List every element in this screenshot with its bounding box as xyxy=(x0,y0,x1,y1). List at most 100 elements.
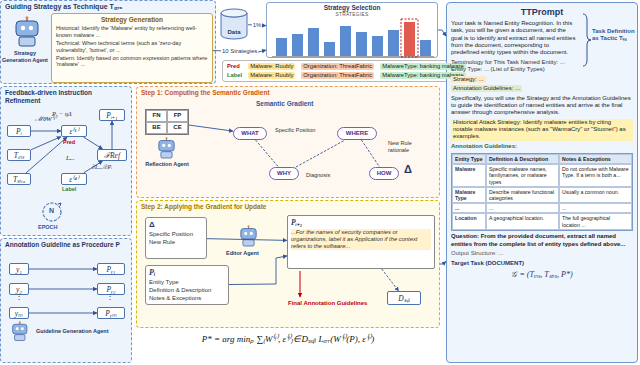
node-text: Entity Type xyxy=(149,279,225,286)
node-text: y₁ xyxy=(16,265,22,274)
node-text: ...For the names of security companies o… xyxy=(291,229,431,250)
gradient-box: ΔSpecific PositionNew Rule xyxy=(145,217,207,259)
selection-box xyxy=(401,19,418,57)
connector xyxy=(31,131,61,132)
guideline-box: Pᵧ₁ xyxy=(97,263,125,275)
node-text: Your task is Named Entity Recognition. I… xyxy=(451,20,577,56)
ellipsis: ⋮ xyxy=(106,292,114,302)
node-text: Malware: Roubly xyxy=(248,72,295,79)
node-text: Definition & Description xyxy=(149,287,225,294)
agent-icon xyxy=(159,137,174,158)
node-text: ... xyxy=(559,203,632,213)
row-name: Label xyxy=(62,186,76,193)
node-text: ... xyxy=(452,203,486,213)
node-text: The full geographical location ... xyxy=(559,213,632,229)
node-text: ε⁽⁴⁾ xyxy=(69,175,79,184)
ellipsis: ⋮ xyxy=(15,292,23,302)
gradient-node: HOW xyxy=(369,167,399,180)
node-text: Pᵢ xyxy=(149,268,225,278)
section-name: Semantic Gradient xyxy=(256,100,313,108)
row-name: Pred xyxy=(63,139,75,146)
node-text: Definition & Description xyxy=(486,154,559,164)
gradient-symbol: ∂Lₑᵣᵣ/∂Pᵢ xyxy=(92,164,112,171)
node-text: Organization: ThreatFabric xyxy=(301,72,374,79)
node-text: Notes & Exceptions xyxy=(559,154,632,164)
epoch-loop xyxy=(43,203,61,221)
node-text: Pᵧ₁ xyxy=(107,265,116,274)
node-text: yₘ xyxy=(15,309,23,318)
node-text: Annotation Guidelines: ... xyxy=(451,85,522,92)
node-text: Target Task (DOCUMENT) xyxy=(451,260,633,267)
node-text: Malware: Roubly xyxy=(248,63,295,70)
node-text: Historical: Identify the 'Malware' entit… xyxy=(56,25,208,38)
node-text: Annotation Guideline as Procedure P xyxy=(1,239,131,251)
node-text: CE xyxy=(167,122,188,134)
connector xyxy=(31,137,61,150)
loop-count: N xyxy=(49,207,54,215)
connector xyxy=(189,125,233,131)
agent-icon xyxy=(16,16,38,46)
node-text: Guiding Strategy as Technique Tₛₜᵣₐ xyxy=(1,1,215,13)
node-text: ε⁽¹⁾ xyxy=(69,127,78,136)
node-text: Historical Attack Strategy: Identify mal… xyxy=(451,119,633,141)
agent-icon xyxy=(13,321,27,340)
node-text: Dₛᵤᵦ xyxy=(398,294,410,303)
edge-label: 1% xyxy=(252,22,263,29)
axis xyxy=(272,56,434,57)
node-text: Annotation Guidelines: xyxy=(451,143,633,150)
strategy-panel: Guiding Strategy as Technique TₛₜᵣₐStrat… xyxy=(0,0,216,84)
prompt-box: Tₛₜᵣₐ xyxy=(7,173,31,185)
node-text: Tᵢₙₛ xyxy=(14,151,24,160)
prediction-box: PredMalware: RoublyOrganization: ThreatF… xyxy=(222,60,471,82)
guideline-box: PᵢEntity TypeDefinition & DescriptionNot… xyxy=(145,265,229,305)
chart-box: Strategy SelectionSTRATEGIES xyxy=(266,2,438,58)
entity-box: ε⁽¹⁾ xyxy=(61,125,87,137)
node-text: ℱRef xyxy=(104,151,120,160)
node-text: Data xyxy=(227,29,240,36)
connector xyxy=(84,137,103,149)
node-text: Pᵢ₊₁ xyxy=(291,218,431,227)
type-box: yₘ xyxy=(9,307,29,319)
loss-symbol: Lₑᵣᵣ xyxy=(66,154,75,162)
node-text: Entity Type xyxy=(452,154,486,164)
connector xyxy=(112,121,113,149)
agent-name: Editor Agent xyxy=(226,250,259,257)
node-text: Specific malware names, familynames, or … xyxy=(486,164,559,187)
objective-formula: P* = arg minₚ ∑₍W⁽ʲ⁾, ε⁽ʲ⁾₎∈Dₛᵤᵦ Lₑᵣᵣ(W⁽… xyxy=(140,334,436,345)
loop-name: EPOCH xyxy=(38,224,58,231)
agent-icon xyxy=(241,225,256,246)
node-text: Technical: When technical terms (such as… xyxy=(56,40,208,53)
node-text: Do not confuse with Malware Type. If a t… xyxy=(559,164,632,187)
node-text: Describe malware functional categories xyxy=(486,187,559,203)
connector xyxy=(207,239,287,241)
node-text: ... xyxy=(486,203,559,213)
node-text: Question: From the provided document, ex… xyxy=(451,233,633,247)
connector xyxy=(256,140,279,167)
connector xyxy=(26,137,67,173)
agent-name: Guideline Generation Agent xyxy=(36,328,128,335)
model-symbol: ℳθ xyxy=(35,115,46,123)
gradient-node: WHY xyxy=(269,167,299,180)
gradient-node: WHAT xyxy=(233,127,267,140)
node-text: Specifically, you will use the Strategy … xyxy=(451,95,633,117)
node-text: Organization: ThreatFabric xyxy=(301,63,374,70)
node-text: STRATEGIES xyxy=(335,12,368,18)
node-text: Strategy: ... xyxy=(451,76,486,83)
error-table: FNFPBECE xyxy=(145,109,189,135)
connector xyxy=(296,140,345,167)
node-text: New Rule xyxy=(149,239,203,246)
result-name: Final Annotation Guidelines xyxy=(288,300,367,307)
step-panel: Step 2: Applying the Gradient for Update… xyxy=(136,200,440,328)
agent-name: Strategy Generation Agent xyxy=(2,50,48,63)
edge-label: 10 Strategies xyxy=(221,48,258,55)
node-text: Location xyxy=(452,213,486,229)
prompt-panel: TTPromptYour task is Named Entity Recogn… xyxy=(446,2,638,363)
bar-chart xyxy=(276,22,431,56)
cylinder-outline xyxy=(220,8,248,40)
node-text: Feedback-driven Instruction Refinement xyxy=(1,87,131,107)
leader-arrow xyxy=(300,271,301,297)
node-text: 𝒢 = (Tᵢₙₛ, Tₛₜᵣₐ, P*) xyxy=(451,270,633,280)
node-text: BE xyxy=(146,122,167,134)
connector xyxy=(361,140,379,167)
guideline-box: Pᵧₘ xyxy=(97,307,125,319)
